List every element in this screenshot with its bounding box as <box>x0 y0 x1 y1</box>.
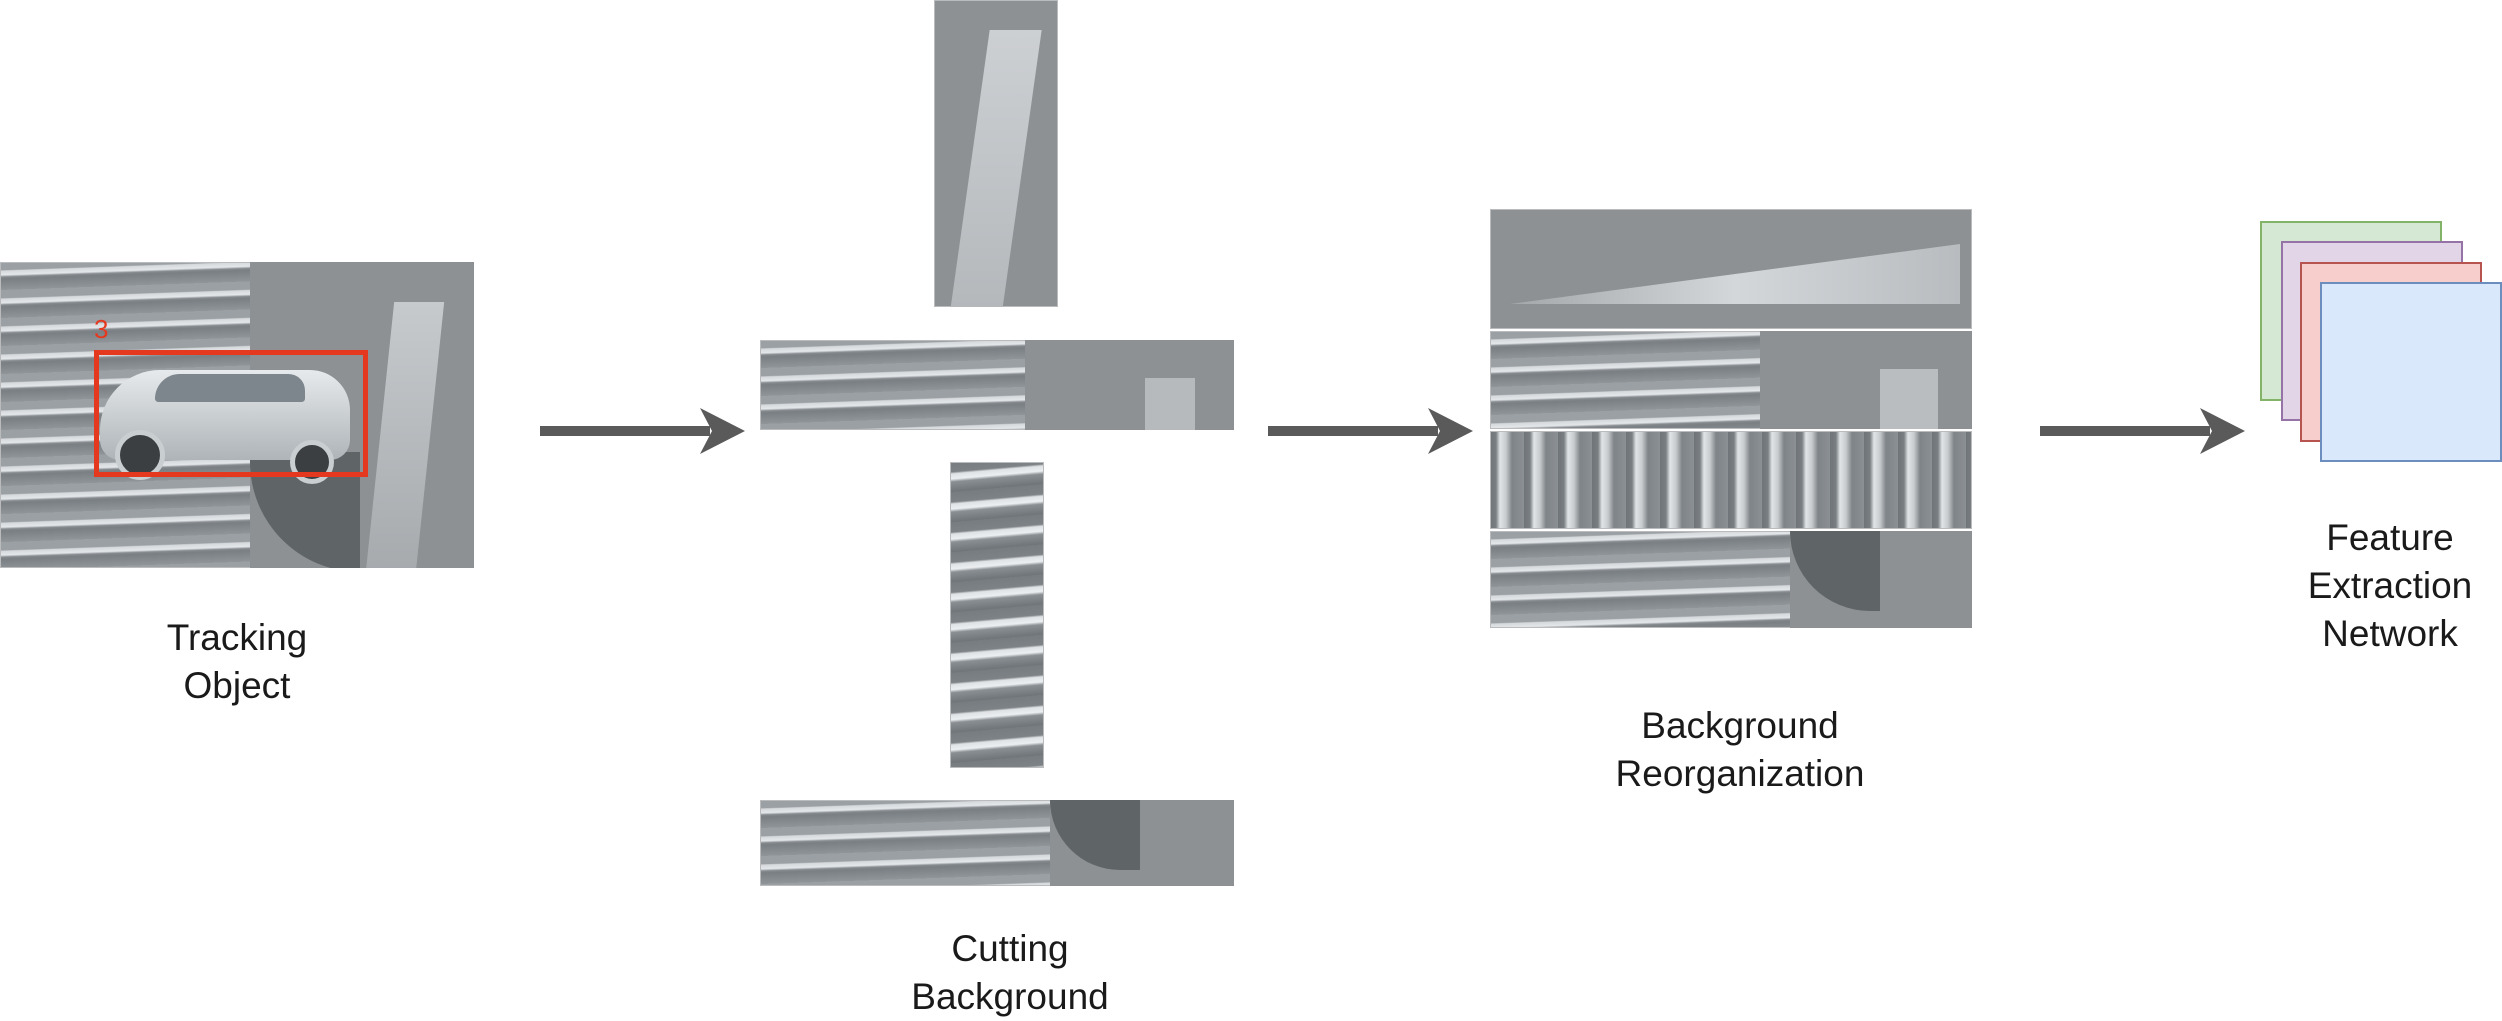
arrow-2 <box>1268 408 1473 454</box>
feature-extraction-label: Feature Extraction Network <box>2307 517 2473 654</box>
car-wheel-front <box>115 430 165 480</box>
cut-bottom-strip <box>760 800 1234 886</box>
cut-middle-structure <box>1145 378 1195 430</box>
reorg-row-1-structure <box>1510 244 1960 304</box>
reorg-row-2-plain <box>1760 331 1972 429</box>
reorg-panel <box>1490 209 1972 628</box>
reorg-row-2 <box>1490 331 1972 429</box>
reorg-row-3 <box>1490 431 1972 529</box>
tracking-object-image <box>0 262 474 568</box>
tracking-object-id: 3 <box>94 314 109 344</box>
feature-card-blue <box>2320 282 2502 462</box>
cut-left-strip <box>950 462 1044 768</box>
reorg-row-4 <box>1490 531 1972 628</box>
tracking-bounding-box <box>94 350 368 477</box>
cut-top-structure <box>950 30 1042 307</box>
reorg-row-2-structure <box>1880 369 1938 429</box>
tracking-object-label: Tracking Object <box>166 617 308 706</box>
background-reorganization-label: Background Reorganization <box>1615 705 1865 794</box>
cutting-background-label: Cutting Background <box>911 928 1109 1017</box>
cut-middle-plain <box>1025 340 1234 430</box>
car-window <box>155 374 305 402</box>
arrow-3 <box>2040 408 2245 454</box>
arrow-1 <box>540 408 745 454</box>
cut-middle-strip <box>760 340 1234 430</box>
cut-top-strip <box>934 0 1058 307</box>
reorg-row-1 <box>1490 209 1972 329</box>
